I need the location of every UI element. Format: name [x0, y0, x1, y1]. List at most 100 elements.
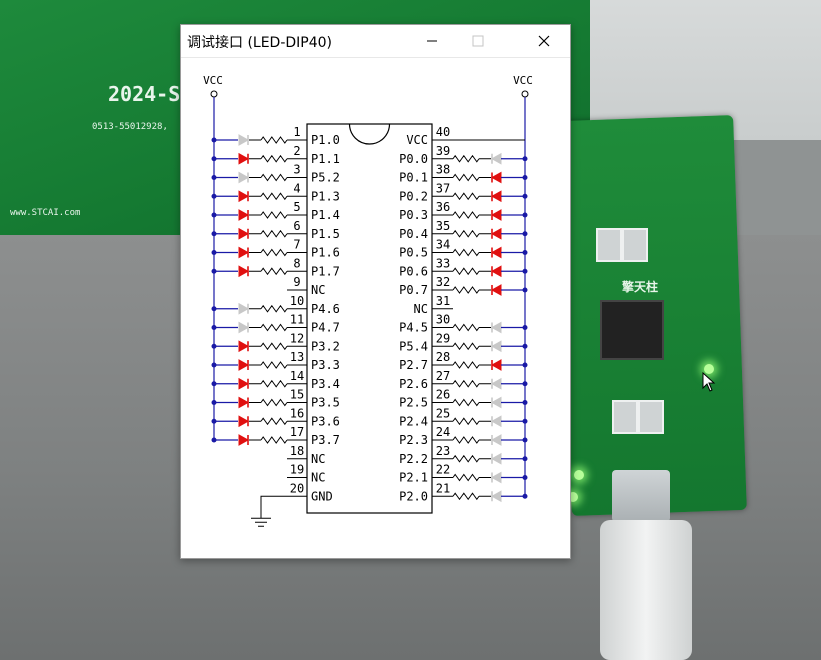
led-indicator — [238, 190, 250, 203]
led-indicator — [490, 452, 502, 465]
led-indicator — [238, 134, 250, 146]
board-button — [622, 228, 648, 262]
pin-number: 29 — [436, 331, 450, 345]
bus-junction — [522, 400, 528, 405]
maximize-icon — [472, 35, 484, 47]
pin-number: 27 — [436, 369, 450, 383]
led-indicator — [238, 377, 250, 390]
pin-label: P0.6 — [399, 264, 428, 278]
bus-junction — [522, 287, 528, 293]
pin-number: 3 — [293, 163, 300, 177]
led-indicator — [490, 415, 502, 428]
pin-number: 22 — [436, 463, 450, 477]
window-title: 调试接口 (LED-DIP40) — [187, 35, 333, 51]
bus-junction — [522, 212, 528, 218]
pin-label: P2.5 — [399, 396, 428, 410]
led-indicator — [238, 227, 250, 240]
led-indicator — [490, 396, 502, 409]
resistor — [452, 342, 480, 351]
pin-number: 20 — [290, 481, 304, 495]
pin-number: 13 — [290, 350, 304, 364]
mcu-chip — [600, 300, 664, 360]
board-button — [612, 400, 638, 434]
pin-label: P2.2 — [399, 452, 428, 466]
pin-label: P1.3 — [311, 189, 340, 203]
bus-junction — [522, 343, 528, 349]
maximize-button[interactable] — [455, 25, 501, 57]
pin-number: 15 — [290, 388, 304, 402]
pin-label: GND — [311, 489, 333, 503]
pin-label: P3.3 — [311, 358, 340, 372]
bus-junction — [522, 381, 528, 387]
board-right-text: 擎天柱 — [622, 280, 659, 294]
pin-label: P2.1 — [399, 471, 428, 485]
pin-label: P1.0 — [311, 133, 340, 147]
pin-number: 34 — [436, 238, 450, 252]
resistor — [452, 286, 480, 294]
pin-number: 4 — [293, 181, 300, 195]
resistor — [260, 342, 288, 351]
vcc-terminal-left — [210, 90, 218, 98]
led-indicator — [238, 152, 250, 165]
led-indicator — [490, 171, 502, 184]
pin-label: P0.1 — [399, 171, 428, 185]
pin-number: 11 — [290, 313, 304, 327]
led-indicator — [238, 321, 250, 334]
led-indicator — [490, 209, 502, 221]
pin-label: P0.2 — [399, 189, 428, 203]
pin-number: 26 — [436, 388, 450, 402]
led-indicator — [238, 302, 250, 315]
resistor — [452, 267, 480, 276]
pin-number: 30 — [436, 313, 450, 327]
resistor — [260, 229, 288, 238]
pin-number: 35 — [436, 219, 450, 233]
bus-junction — [522, 231, 528, 237]
mouse-cursor-icon — [702, 372, 716, 392]
pin-label: P1.7 — [311, 264, 340, 278]
board-led-green — [574, 470, 584, 480]
resistor — [260, 192, 288, 201]
pin-number: 28 — [436, 350, 450, 364]
pin-number: 36 — [436, 200, 450, 214]
resistor — [260, 379, 288, 388]
vcc-label-right: VCC — [513, 74, 533, 87]
pin-label: P3.2 — [311, 339, 340, 353]
pin-label: P4.5 — [399, 321, 428, 335]
resistor — [260, 398, 288, 407]
pin-number: 10 — [290, 294, 304, 308]
vcc-label-left: VCC — [203, 74, 223, 87]
pin-number: 5 — [293, 200, 300, 214]
pin-label: P2.4 — [399, 414, 428, 428]
led-indicator — [238, 171, 250, 184]
led-indicator — [238, 415, 250, 428]
pin-label: P4.7 — [311, 321, 340, 335]
resistor — [452, 379, 480, 388]
pin-number: 23 — [436, 444, 450, 458]
pin-number: 17 — [290, 425, 304, 439]
pin-label: P3.4 — [311, 377, 340, 391]
close-button[interactable] — [521, 25, 567, 57]
board-top-text: 2024-S — [108, 82, 181, 106]
pin-label: P2.3 — [399, 433, 428, 447]
pin-label: P3.6 — [311, 414, 340, 428]
pin-number: 37 — [436, 181, 450, 195]
resistor — [452, 211, 480, 219]
pin-number: 31 — [436, 294, 450, 308]
minimize-button[interactable] — [409, 25, 455, 57]
pin-number: 19 — [290, 463, 304, 477]
led-indicator — [490, 246, 502, 259]
resistor — [260, 436, 288, 444]
resistor — [452, 229, 480, 238]
title-bar[interactable]: 调试接口 (LED-DIP40) — [181, 25, 570, 58]
resistor — [452, 248, 480, 257]
resistor — [452, 173, 480, 182]
pin-label: P0.7 — [399, 283, 428, 297]
led-indicator — [238, 340, 250, 353]
bus-junction — [522, 268, 528, 274]
pin-label: P3.7 — [311, 433, 340, 447]
resistor — [260, 361, 288, 369]
pin-number: 25 — [436, 406, 450, 420]
bus-junction — [522, 325, 528, 330]
resistor — [452, 154, 480, 163]
pin-label: NC — [311, 471, 325, 485]
